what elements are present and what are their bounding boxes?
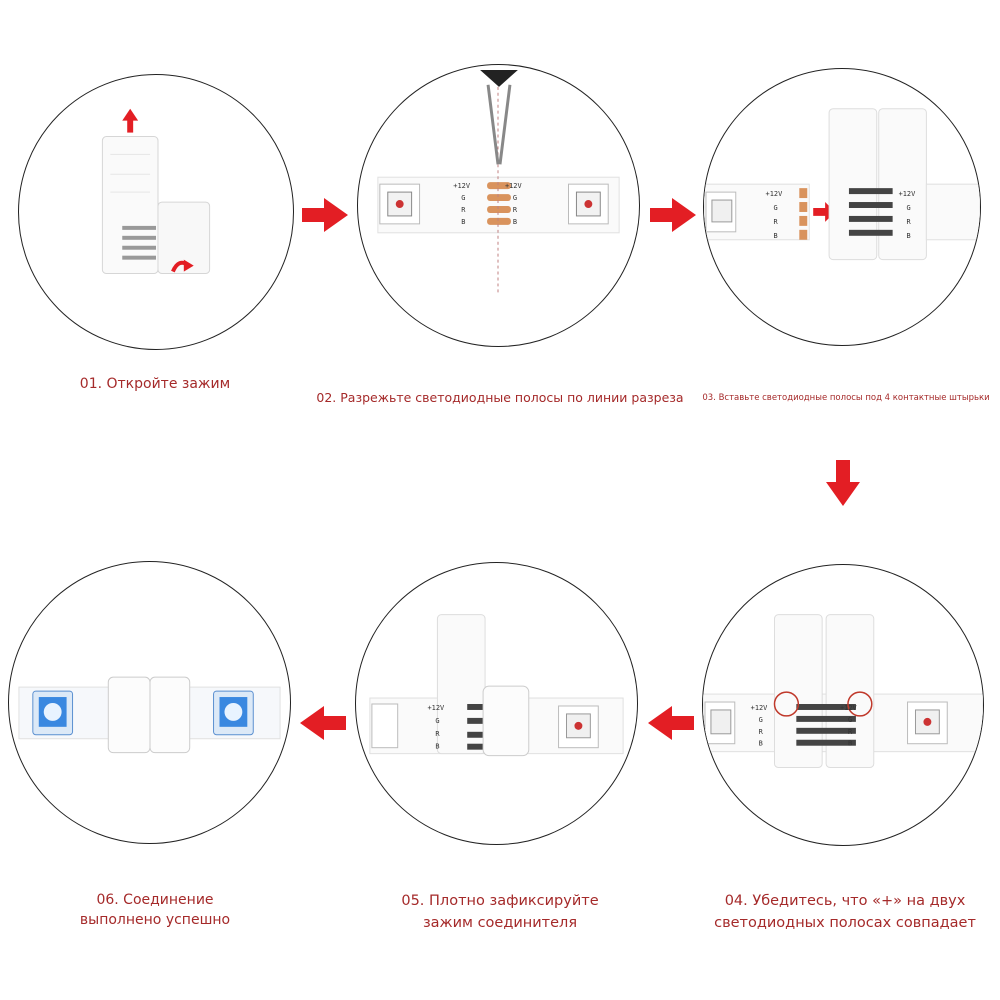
pad-label: R bbox=[759, 728, 764, 736]
scissors-icon bbox=[480, 69, 518, 165]
pad-label: B bbox=[461, 218, 465, 226]
step-5-label: 05. Плотно зафиксируйте зажим соединител… bbox=[370, 890, 630, 934]
step-1-circle bbox=[18, 74, 294, 350]
success-illustration bbox=[18, 676, 281, 754]
pad-label: R bbox=[461, 206, 466, 214]
pad-label: R bbox=[435, 730, 440, 738]
step-5-label-line1: 05. Плотно зафиксируйте bbox=[401, 893, 599, 909]
pad-label: +12V bbox=[427, 704, 444, 712]
led-left bbox=[43, 702, 62, 721]
arrow-up-icon bbox=[122, 108, 139, 133]
pad-label: R bbox=[907, 218, 912, 226]
pad-label: +12V bbox=[505, 182, 522, 190]
pad-label: G bbox=[848, 716, 852, 724]
plus-highlight-left bbox=[773, 691, 800, 717]
pad-label: R bbox=[848, 728, 853, 736]
pad-label: B bbox=[848, 740, 852, 748]
pad-label: G bbox=[907, 204, 911, 212]
step-6-label: 06. Соединение выполнено успешно bbox=[40, 890, 270, 930]
step-6-circle bbox=[8, 561, 291, 844]
pad-label: G bbox=[759, 716, 763, 724]
arrow-left-icon bbox=[648, 706, 694, 740]
pad-label: B bbox=[773, 232, 777, 240]
pad-label: G bbox=[773, 204, 777, 212]
pad-label: R bbox=[773, 218, 778, 226]
step-2-label: 02. Разрежьте светодиодные полосы по лин… bbox=[316, 390, 684, 405]
step-4-label: 04. Убедитесь, что «+» на двух светодиод… bbox=[690, 890, 1000, 934]
pad-label: B bbox=[759, 740, 763, 748]
step-1-label: 01. Откройте зажим bbox=[79, 376, 231, 392]
led-right bbox=[224, 702, 243, 721]
pad-label: +12V bbox=[840, 704, 857, 712]
arrow-right-icon bbox=[302, 198, 348, 232]
pad-label: R bbox=[513, 206, 518, 214]
pad-label: B bbox=[907, 232, 911, 240]
pad-label: B bbox=[435, 743, 439, 751]
step-4-label-line1: 04. Убедитесь, что «+» на двух bbox=[724, 893, 966, 909]
step-3-label: 03. Вставьте светодиодные полосы под 4 к… bbox=[702, 393, 990, 403]
step-5-label-line2: зажим соединителя bbox=[422, 915, 578, 931]
arrow-left-icon bbox=[300, 706, 346, 740]
pad-label: +12V bbox=[899, 190, 916, 198]
pad-label: G bbox=[461, 194, 465, 202]
pad-label: +12V bbox=[766, 190, 783, 198]
pad-label: B bbox=[513, 218, 517, 226]
pad-label: G bbox=[435, 717, 439, 725]
pad-label: G bbox=[513, 194, 517, 202]
fasten-clip-illustration: +12V GRB bbox=[369, 614, 624, 757]
step-6-label-line2: выполнено успешно bbox=[79, 912, 231, 928]
pad-label: +12V bbox=[453, 182, 470, 190]
arrow-down-icon bbox=[826, 460, 860, 506]
pad-label: +12V bbox=[751, 704, 768, 712]
step-4-label-line2: светодиодных полосах совпадает bbox=[714, 915, 976, 931]
open-clip-illustration bbox=[101, 108, 211, 275]
arrow-right-icon bbox=[650, 198, 696, 232]
plus-highlight-right bbox=[847, 691, 873, 717]
step-6-label-line1: 06. Соединение bbox=[96, 892, 214, 908]
